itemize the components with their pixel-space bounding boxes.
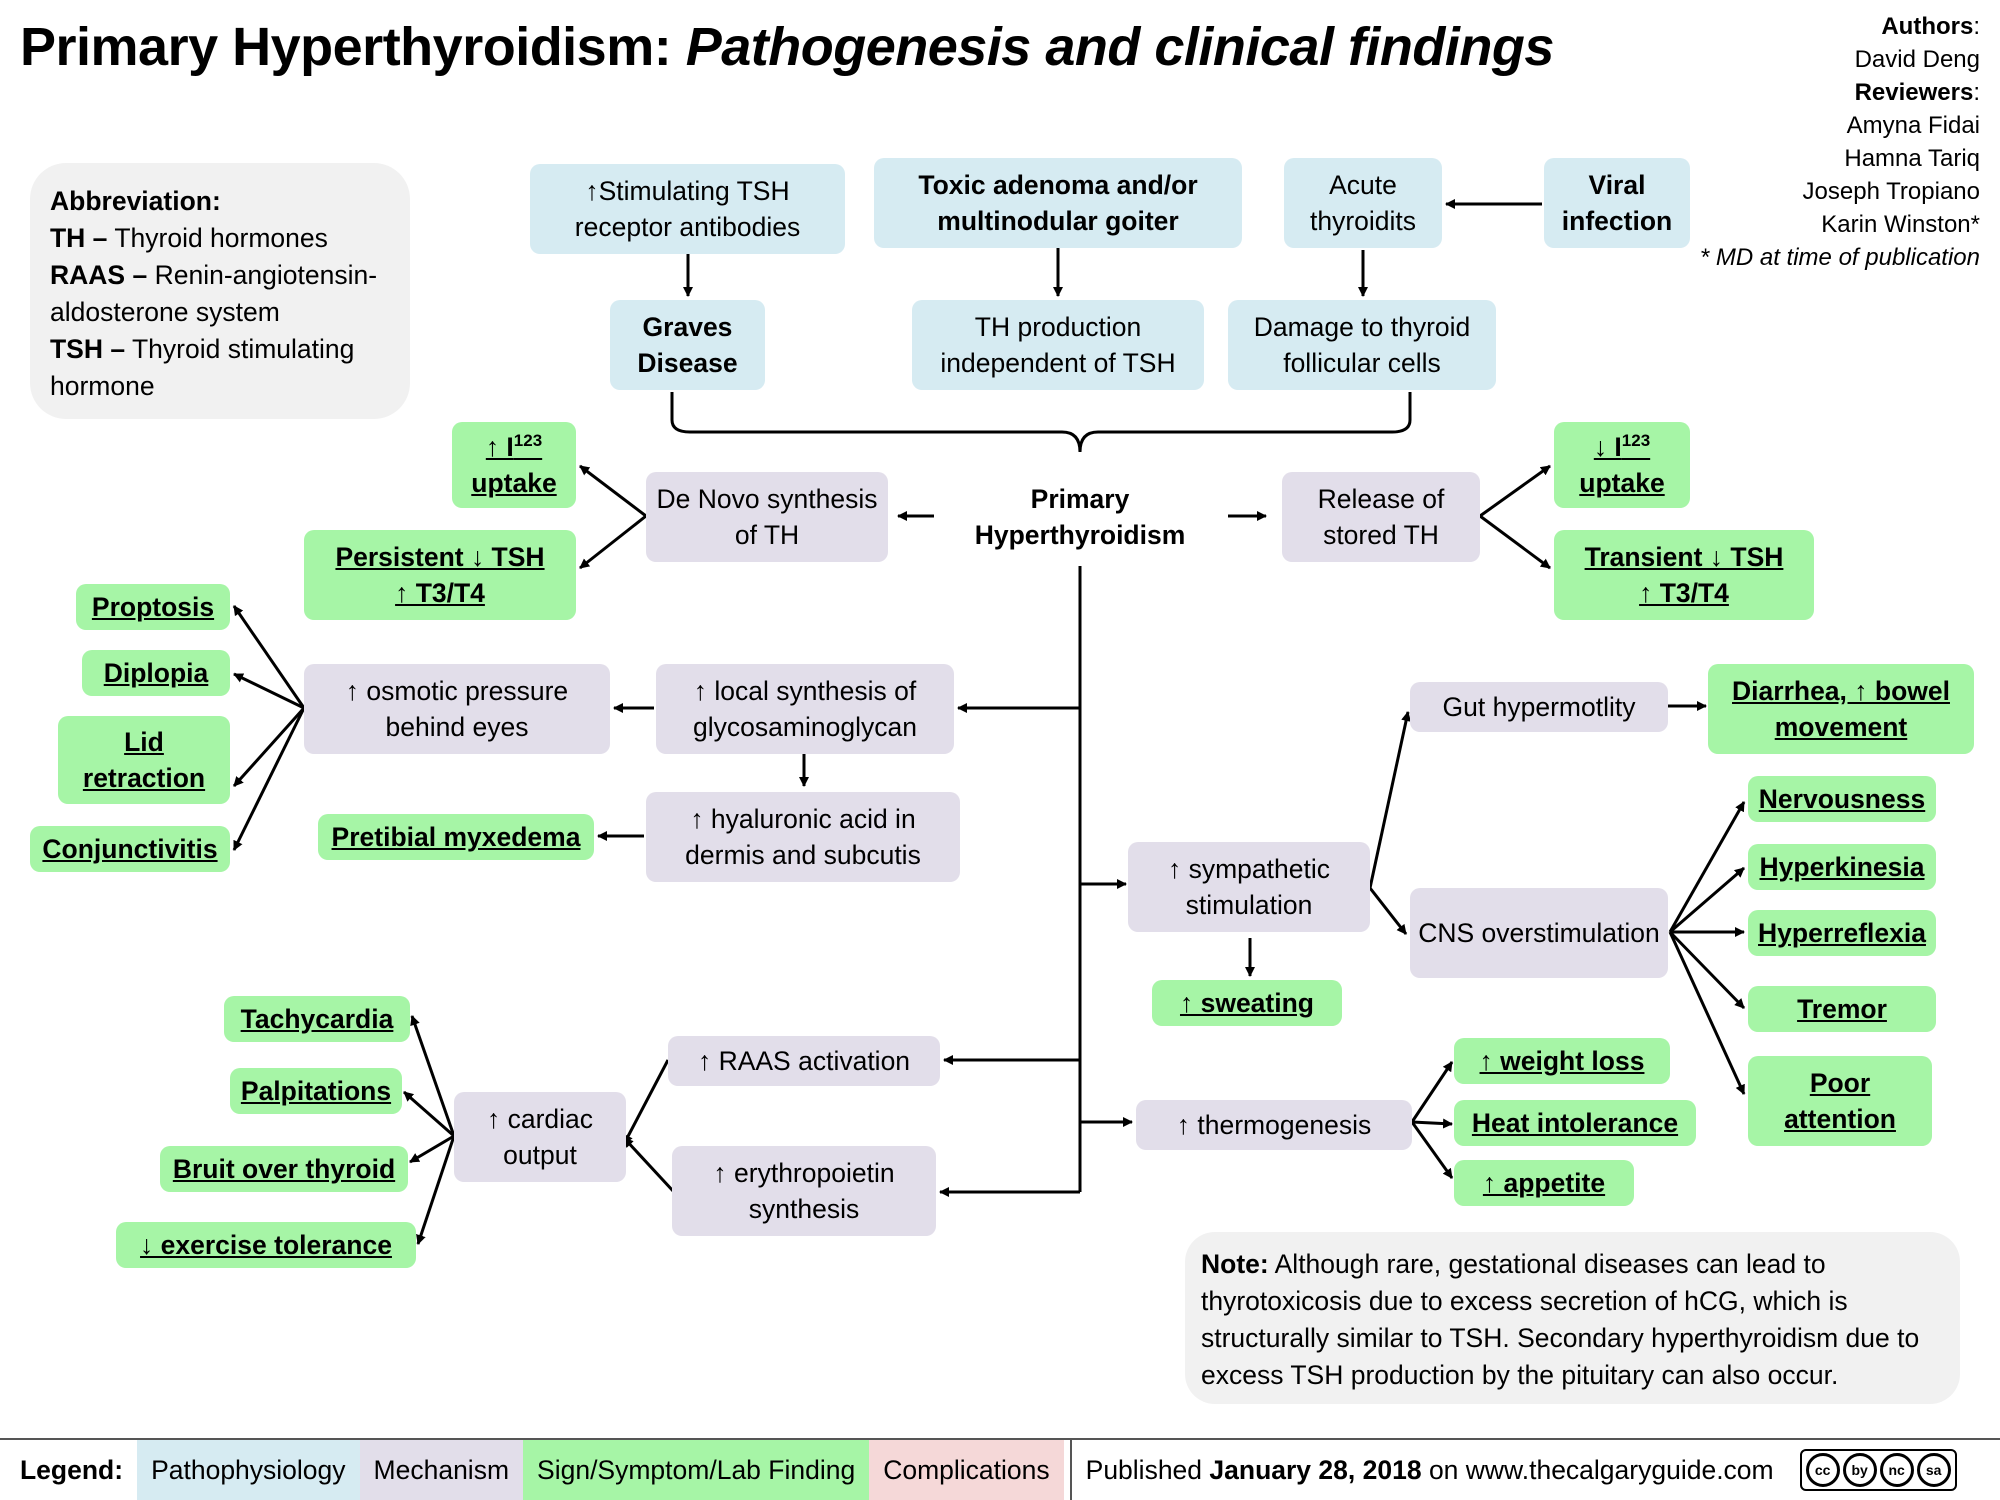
i123-uptake-increased: ↑ I123 uptake	[452, 422, 576, 508]
t3t4-label: ↑ T3/T4	[395, 578, 485, 608]
page-title: Primary Hyperthyroidism: Pathogenesis an…	[20, 16, 1554, 78]
appetite-box: ↑ appetite	[1454, 1160, 1634, 1206]
note-box: Note: Although rare, gestational disease…	[1185, 1232, 1960, 1404]
stimulating-tsh-antibodies-box: ↑Stimulating TSH receptor antibodies	[530, 164, 845, 254]
osmotic-pressure-box: ↑ osmotic pressure behind eyes	[304, 664, 610, 754]
published-prefix: Published	[1085, 1454, 1203, 1485]
author-name: David Deng	[1854, 46, 1980, 73]
raas-activation-box: ↑ RAAS activation	[668, 1036, 940, 1086]
abbr-term: RAAS –	[50, 260, 148, 290]
abbr-term: TSH –	[50, 334, 126, 364]
reviewers-label: Reviewers	[1854, 79, 1974, 106]
pretibial-myxedema-box: Pretibial myxedema	[318, 814, 594, 860]
graves-disease-box: Graves Disease	[610, 300, 765, 390]
i123-superscript: 123	[1621, 431, 1651, 451]
diplopia-box: Diplopia	[82, 650, 230, 696]
abbreviation-box: Abbreviation: TH – Thyroid hormones RAAS…	[30, 163, 410, 419]
primary-hyperthyroidism-node: Primary Hyperthyroidism	[974, 484, 1186, 550]
t3t4-label: ↑ T3/T4	[1639, 578, 1729, 608]
legend-title: Legend:	[20, 1454, 124, 1485]
persistent-tsh-box: Persistent ↓ TSH ↑ T3/T4	[304, 530, 576, 620]
diarrhea-box: Diarrhea, ↑ bowel movement	[1708, 664, 1974, 754]
damage-follicular-cells-box: Damage to thyroid follicular cells	[1228, 300, 1496, 390]
hyperreflexia-box: Hyperreflexia	[1748, 910, 1936, 956]
viral-infection-box: Viral infection	[1544, 158, 1690, 248]
tremor-box: Tremor	[1748, 986, 1936, 1032]
reviewer-name: Hamna Tariq	[1844, 145, 1980, 172]
i123-label: ↑ I	[485, 432, 514, 462]
sympathetic-stimulation-box: ↑ sympathetic stimulation	[1128, 842, 1370, 932]
hyaluronic-acid-box: ↑ hyaluronic acid in dermis and subcutis	[646, 792, 960, 882]
de-novo-synthesis-box: De Novo synthesis of TH	[646, 472, 888, 562]
cardiac-output-box: ↑ cardiac output	[454, 1092, 626, 1182]
exercise-tolerance-box: ↓ exercise tolerance	[116, 1222, 416, 1268]
abbr-definition: Renin-angiotensin-aldosterone system	[50, 260, 378, 327]
title-main: Primary Hyperthyroidism:	[20, 17, 672, 77]
published-info: Published January 28, 2018 on www.thecal…	[1069, 1440, 1788, 1500]
published-date: January 28, 2018	[1209, 1454, 1422, 1485]
toxic-adenoma-box: Toxic adenoma and/or multinodular goiter	[874, 158, 1242, 248]
uptake-label: uptake	[471, 468, 557, 498]
abbr-term: TH –	[50, 223, 108, 253]
abbreviation-heading: Abbreviation:	[50, 186, 221, 216]
cc-icon: cc	[1805, 1453, 1840, 1487]
note-text: Although rare, gestational diseases can …	[1201, 1249, 1920, 1390]
lid-retraction-box: Lid retraction	[58, 716, 230, 804]
poor-attention-box: Poor attention	[1748, 1056, 1932, 1146]
authors-label: Authors	[1881, 13, 1974, 40]
legend-complications: Complications	[869, 1440, 1064, 1500]
persistent-tsh-label: Persistent ↓ TSH	[335, 542, 545, 572]
sweating-box: ↑ sweating	[1152, 980, 1342, 1026]
abbr-definition: Thyroid hormones	[114, 223, 328, 253]
bruit-over-thyroid-box: Bruit over thyroid	[160, 1146, 408, 1192]
heat-intolerance-box: Heat intolerance	[1454, 1100, 1696, 1146]
weight-loss-box: ↑ weight loss	[1454, 1038, 1670, 1084]
nervousness-box: Nervousness	[1748, 776, 1936, 822]
uptake-label: uptake	[1579, 468, 1665, 498]
tachycardia-box: Tachycardia	[224, 996, 410, 1042]
published-suffix: on www.thecalgaryguide.com	[1428, 1454, 1774, 1485]
th-production-box: TH production independent of TSH	[912, 300, 1204, 390]
palpitations-box: Palpitations	[230, 1068, 402, 1114]
nc-icon: nc	[1879, 1453, 1914, 1487]
transient-tsh-label: Transient ↓ TSH	[1584, 542, 1784, 572]
i123-label: ↓ I	[1593, 432, 1622, 462]
i123-superscript: 123	[513, 431, 543, 451]
transient-tsh-box: Transient ↓ TSH ↑ T3/T4	[1554, 530, 1814, 620]
i123-uptake-decreased: ↓ I123 uptake	[1554, 422, 1690, 508]
title-italic: Pathogenesis and clinical findings	[685, 17, 1555, 77]
creative-commons-license-icon: cc by nc sa	[1799, 1449, 1957, 1491]
md-note: * MD at time of publication	[1699, 244, 1980, 271]
legend-pathophysiology: Pathophysiology	[137, 1440, 360, 1500]
note-label: Note:	[1201, 1249, 1269, 1279]
thermogenesis-box: ↑ thermogenesis	[1136, 1100, 1412, 1150]
legend-mechanism: Mechanism	[359, 1440, 524, 1500]
release-stored-th-box: Release of stored TH	[1282, 472, 1480, 562]
by-icon: by	[1842, 1453, 1877, 1487]
sa-icon: sa	[1916, 1453, 1951, 1487]
hyperkinesia-box: Hyperkinesia	[1748, 844, 1936, 890]
proptosis-box: Proptosis	[76, 584, 230, 630]
reviewer-name: Karin Winston*	[1821, 211, 1980, 238]
gut-hypermotility-box: Gut hypermotlity	[1410, 682, 1668, 732]
erythropoietin-box: ↑ erythropoietin synthesis	[672, 1146, 936, 1236]
reviewer-name: Joseph Tropiano	[1802, 178, 1980, 205]
cns-overstimulation-box: CNS overstimulation	[1410, 888, 1668, 978]
local-synthesis-gag-box: ↑ local synthesis of glycosaminoglycan	[656, 664, 954, 754]
abbr-definition: Thyroid stimulating hormone	[50, 334, 355, 401]
conjunctivitis-box: Conjunctivitis	[30, 826, 230, 872]
acute-thyroiditis-box: Acute thyroidits	[1284, 158, 1442, 248]
legend-bar: Legend: Pathophysiology Mechanism Sign/S…	[0, 1438, 2000, 1500]
authors-block: Authors: David Deng Reviewers: Amyna Fid…	[1700, 10, 1980, 274]
reviewer-name: Amyna Fidai	[1846, 112, 1980, 139]
legend-sign: Sign/Symptom/Lab Finding	[523, 1440, 870, 1500]
